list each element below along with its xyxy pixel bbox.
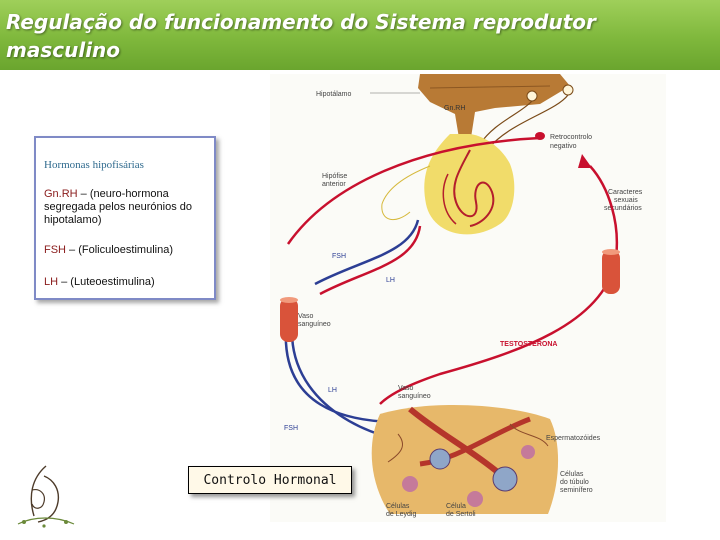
legend-box: Hormonas hipofisárias Gn.RH – (neuro-hor…	[34, 136, 216, 300]
label-caracteres-1: Caracteres	[608, 189, 643, 196]
legend-item-fsh: FSH – (Foliculoestimulina)	[44, 244, 214, 257]
label-sertoli-1: Célula	[446, 503, 466, 510]
label-lh-bottom: LH	[328, 387, 337, 394]
testis-tissue	[371, 404, 559, 514]
blood-vessel-left	[280, 297, 298, 342]
label-hipofise-1: Hipófise	[322, 173, 347, 180]
label-vaso-1: Vaso	[298, 313, 314, 320]
blood-vessel-right	[602, 249, 620, 294]
label-vaso2-2: sanguíneo	[398, 393, 431, 400]
label-caracteres-3: secundários	[604, 205, 642, 212]
label-hipofise-2: anterior	[322, 181, 346, 188]
label-lh-top: LH	[386, 277, 395, 284]
label-caracteres-2: sexuais	[614, 197, 638, 204]
label-retrocontrolo-2: negativo	[550, 143, 577, 150]
label-leydig-2: de Leydig	[386, 511, 416, 518]
label-gnrh-diagram: Gn.RH	[444, 105, 465, 112]
legend-gnrh-abbr: Gn.RH	[44, 188, 78, 200]
label-hipotalamo: Hipotálamo	[316, 91, 352, 98]
label-fsh-top: FSH	[332, 253, 346, 260]
label-vaso2-1: Vaso	[398, 385, 414, 392]
hormonal-regulation-diagram: Hipotálamo Gn.RH Retrocontrolo negativo …	[270, 74, 666, 522]
legend-fsh-desc: – (Foliculoestimulina)	[66, 244, 173, 256]
label-sertoli-2: de Sertoli	[446, 511, 476, 518]
legend-gnrh-desc: – (neuro-hormona segregada pelos neuróni…	[44, 188, 193, 226]
controlo-hormonal-box: Controlo Hormonal	[188, 466, 352, 494]
school-logo	[17, 465, 75, 528]
label-fsh-bottom: FSH	[284, 425, 298, 432]
portal-capillaries	[442, 149, 495, 227]
label-tubulo-1: Células	[560, 471, 584, 478]
label-leydig-1: Células	[386, 503, 410, 510]
label-testosterona: TESTOSTERONA	[500, 341, 557, 348]
page-title: Regulação do funcionamento do Sistema re…	[6, 10, 596, 62]
legend-fsh-abbr: FSH	[44, 244, 66, 256]
legend-item-gnrh: Gn.RH – (neuro-hormona segregada pelos n…	[44, 188, 214, 227]
legend-lh-desc: – (Luteoestimulina)	[58, 276, 155, 288]
legend-item-lh: LH – (Luteoestimulina)	[44, 276, 214, 289]
legend-title: Hormonas hipofisárias	[44, 159, 144, 171]
label-vaso-2: sanguíneo	[298, 321, 331, 328]
label-retrocontrolo-1: Retrocontrolo	[550, 134, 592, 141]
label-tubulo-3: seminífero	[560, 487, 593, 494]
title-bar: Regulação do funcionamento do Sistema re…	[0, 0, 720, 70]
label-espermatozoides: Espermatozóides	[546, 435, 601, 442]
label-tubulo-2: do túbulo	[560, 479, 589, 486]
legend-lh-abbr: LH	[44, 276, 59, 288]
